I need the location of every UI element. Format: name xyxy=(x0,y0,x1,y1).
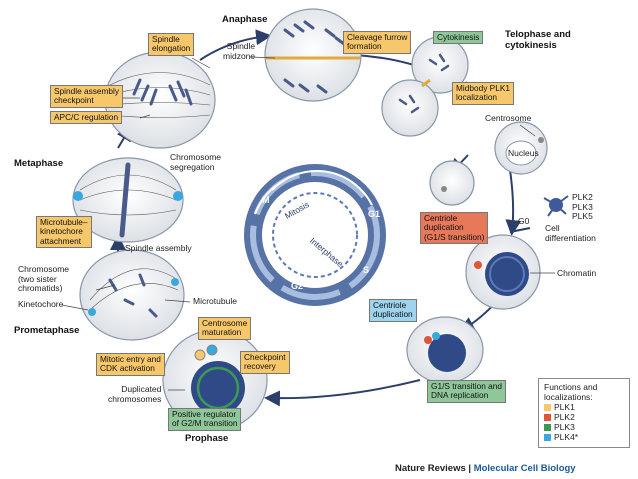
label-centrosome: Centrosome xyxy=(485,113,532,123)
legend: Functions and localizations: PLK1 PLK2 P… xyxy=(538,378,630,448)
box-cleavage-furrow: Cleavage furrow formation xyxy=(343,31,412,54)
box-centriole-duplication: Centriole duplication xyxy=(369,299,417,322)
cycle-label-g1: G1 xyxy=(368,209,381,219)
footer-journal: Molecular Cell Biology xyxy=(473,463,576,474)
cell-anaphase-late xyxy=(264,8,362,102)
box-checkpoint-recovery: Checkpoint recovery xyxy=(240,351,290,374)
label-plk-list: PLK2 PLK3 PLK5 xyxy=(572,192,593,221)
box-centriole-duplication-g1s: Centriole duplication (G1/S transition) xyxy=(420,212,489,244)
box-apcc-regulation: APC/C regulation xyxy=(50,111,123,125)
label-duplicated-chromosomes: Duplicated chromosomes xyxy=(108,384,162,404)
box-cytokinesis: Cytokinesis xyxy=(433,31,484,45)
cell-prometaphase xyxy=(79,249,185,341)
label-chromosome-segregation: Chromosome segregation xyxy=(170,152,222,172)
legend-swatch-plk2 xyxy=(544,414,551,421)
legend-title: Functions and localizations: xyxy=(544,382,598,402)
box-mitotic-entry: Mitotic entry and CDK activation xyxy=(96,353,165,376)
phase-metaphase: Metaphase xyxy=(14,158,64,169)
central-cycle xyxy=(244,164,386,306)
cycle-label-m: M xyxy=(262,195,270,205)
legend-swatch-plk1 xyxy=(544,404,551,411)
cell-small xyxy=(429,160,475,206)
cycle-label-s: S xyxy=(363,265,370,275)
label-kinetochore: Kinetochore xyxy=(18,299,64,309)
legend-swatch-plk3 xyxy=(544,424,551,431)
cell-telophase xyxy=(381,36,469,137)
legend-item-plk3: PLK3 xyxy=(544,422,624,432)
legend-swatch-plk4 xyxy=(544,434,551,441)
phase-telophase: Telophase and cytokinesis xyxy=(505,29,571,51)
label-spindle-assembly: Spindle assembly xyxy=(125,243,192,253)
label-cell-differentiation: Cell differentiation xyxy=(545,223,596,243)
footer-credit: Nature Reviews | Molecular Cell Biology xyxy=(395,463,576,474)
footer-publisher: Nature Reviews xyxy=(395,463,466,474)
box-positive-regulator: Positive regulator of G2/M transition xyxy=(168,408,242,431)
legend-item-plk1: PLK1 xyxy=(544,402,624,412)
label-g0: G0 xyxy=(518,216,530,226)
cell-g1-chromatin xyxy=(465,234,541,310)
label-microtubule: Microtubule xyxy=(193,296,237,306)
label-nucleus: Nucleus xyxy=(508,148,539,158)
footer-separator: | xyxy=(465,463,474,474)
cell-s-phase xyxy=(406,316,484,384)
legend-item-plk2: PLK2 xyxy=(544,412,624,422)
label-chromatin: Chromatin xyxy=(557,268,597,278)
box-spindle-elongation: Spindle elongation xyxy=(148,33,195,56)
box-microtubule-kinetochore: Microtubule– kinetochore attachment xyxy=(36,216,92,248)
cycle-label-g2: G2 xyxy=(291,281,304,291)
box-spindle-checkpoint: Spindle assembly checkpoint xyxy=(50,85,124,108)
label-spindle-midzone: Spindle midzone xyxy=(223,41,256,61)
cell-metaphase xyxy=(72,157,184,243)
phase-prometaphase: Prometaphase xyxy=(14,325,80,336)
box-g1s-dna: G1/S transition and DNA replication xyxy=(427,380,507,403)
differentiated-cell xyxy=(543,195,569,217)
phase-prophase: Prophase xyxy=(185,433,229,444)
phase-anaphase: Anaphase xyxy=(222,14,268,25)
box-centrosome-maturation: Centrosome maturation xyxy=(198,317,252,340)
box-midbody-plk1: Midbody PLK1 localization xyxy=(452,82,514,105)
label-chromosome: Chromosome (two sister chromatids) xyxy=(18,264,70,293)
legend-item-plk4: PLK4* xyxy=(544,432,624,442)
